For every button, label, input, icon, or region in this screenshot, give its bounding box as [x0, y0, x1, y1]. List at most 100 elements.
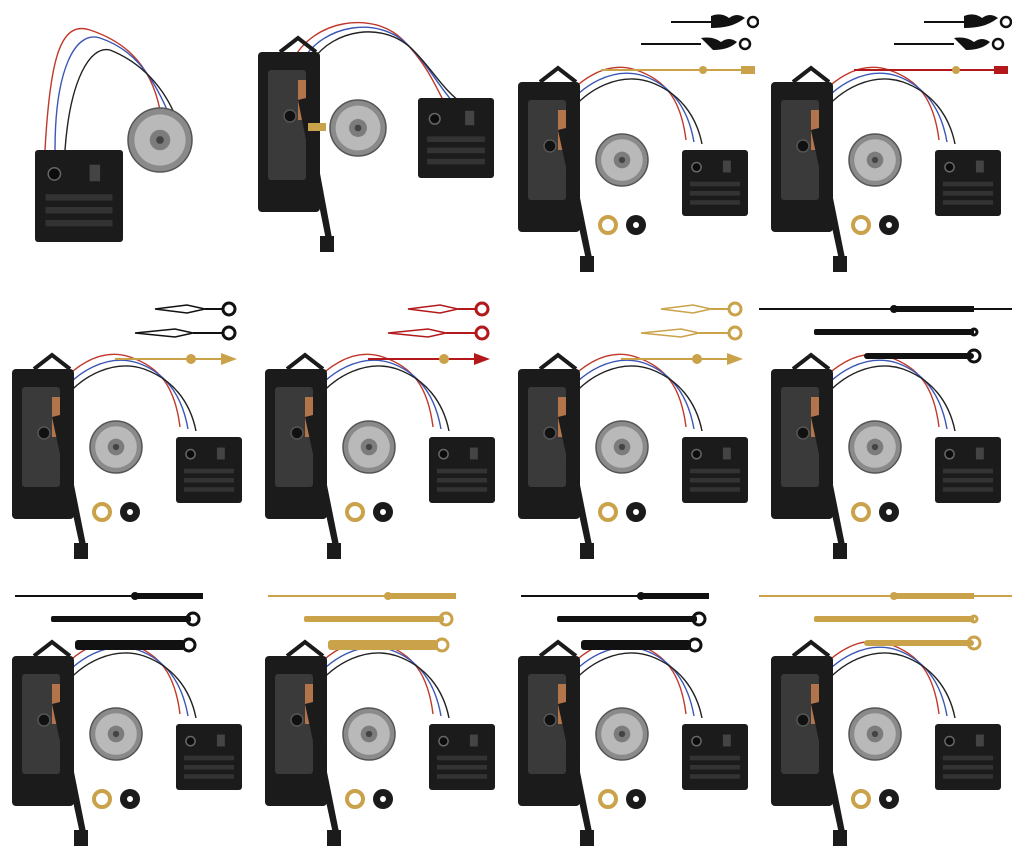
hand-shaft-brass	[308, 123, 326, 131]
minute-hand	[814, 329, 974, 335]
vent-slot	[942, 764, 994, 770]
kit-drawing	[35, 27, 193, 242]
second-hand-hub	[699, 66, 707, 74]
vent-slot	[183, 755, 235, 761]
control-box	[418, 98, 494, 178]
control-box	[35, 150, 123, 242]
minute-hand-scroll	[954, 37, 990, 50]
vent-slot	[689, 487, 741, 492]
hour-hand	[864, 640, 974, 646]
kit-1	[0, 0, 253, 287]
kit-10	[253, 574, 506, 861]
speaker-center	[365, 730, 373, 738]
vent-slot	[427, 147, 485, 154]
hanger-bracket	[32, 352, 72, 371]
pendulum-arm	[558, 415, 592, 547]
control-box	[176, 437, 242, 503]
vent-slot	[436, 477, 488, 483]
kit-drawing	[518, 301, 748, 559]
wires	[44, 27, 176, 151]
volume-knob	[944, 161, 955, 173]
minute-hand-ring	[185, 611, 201, 627]
wire	[292, 21, 444, 101]
hanger-bracket	[538, 65, 578, 84]
brass-washer	[345, 789, 365, 809]
hour-hand-scroll	[964, 14, 998, 29]
control-box	[682, 724, 748, 790]
vent-slot	[45, 207, 113, 214]
clock-hands	[15, 592, 203, 653]
hand-shaft	[796, 426, 810, 440]
second-hand-tail	[894, 593, 974, 599]
vent-slot	[689, 477, 741, 483]
switch-slot	[216, 447, 225, 460]
hand-shaft	[37, 713, 51, 727]
second-hand-tail	[994, 66, 1008, 74]
pendulum-movement	[265, 352, 341, 559]
hour-hand	[75, 640, 185, 650]
rubber-washer-hole	[633, 509, 639, 515]
control-box	[935, 724, 1001, 790]
second-hand-hub	[692, 354, 702, 364]
minute-hand	[51, 616, 191, 622]
switch-slot	[465, 110, 475, 126]
second-hand-tail	[474, 353, 490, 365]
vent-slot	[942, 477, 994, 483]
second-hand-tail	[388, 593, 456, 599]
switch-slot	[469, 447, 478, 460]
vent-slot	[689, 181, 741, 187]
wire	[814, 646, 948, 717]
washer-set	[851, 215, 899, 235]
wire	[55, 646, 189, 717]
switch-slot	[216, 734, 225, 747]
kit-2	[253, 0, 506, 287]
vent-slot	[689, 190, 741, 196]
kit-drawing	[759, 305, 1012, 559]
kit-drawing	[258, 21, 494, 252]
vent-slot	[942, 755, 994, 761]
hand-shaft	[543, 713, 557, 727]
speaker-center	[354, 124, 362, 132]
clock-hands	[115, 301, 237, 365]
wire	[561, 359, 695, 430]
washer-set	[598, 502, 646, 522]
speaker	[848, 133, 902, 187]
hour-hand-spade	[154, 304, 206, 314]
pendulum-hook	[327, 543, 341, 559]
minute-hand-ring	[727, 325, 743, 341]
wire	[61, 652, 197, 719]
speaker-center	[618, 443, 626, 451]
minute-hand-ring	[438, 611, 454, 627]
vent-slot	[183, 468, 235, 474]
pendulum-arm	[305, 415, 339, 547]
speaker-center	[871, 156, 879, 164]
speaker-center	[618, 730, 626, 738]
speaker	[595, 133, 649, 187]
hand-shaft	[796, 713, 810, 727]
hand-shaft	[543, 426, 557, 440]
vent-slot	[689, 200, 741, 205]
minute-hand-ring	[691, 611, 707, 627]
wires	[292, 21, 464, 105]
pendulum-movement	[518, 65, 594, 272]
minute-hand-spade	[640, 328, 700, 338]
hand-shaft	[290, 426, 304, 440]
hour-hand-ring	[687, 637, 703, 653]
pendulum-movement	[12, 352, 88, 559]
kit-4	[759, 0, 1012, 287]
kit-3	[506, 0, 759, 287]
clock-hands	[759, 592, 1012, 651]
volume-knob	[691, 161, 702, 173]
pendulum-arm	[298, 98, 332, 240]
rubber-washer-hole	[886, 509, 892, 515]
pendulum-hook	[580, 256, 594, 272]
rubber-washer-hole	[127, 509, 133, 515]
hour-hand-ring	[221, 301, 237, 317]
volume-knob	[438, 448, 449, 460]
pendulum-hook	[580, 830, 594, 846]
hour-hand-ring	[999, 15, 1012, 29]
wire	[314, 365, 450, 432]
wire	[820, 78, 956, 145]
vent-slot	[436, 468, 488, 474]
